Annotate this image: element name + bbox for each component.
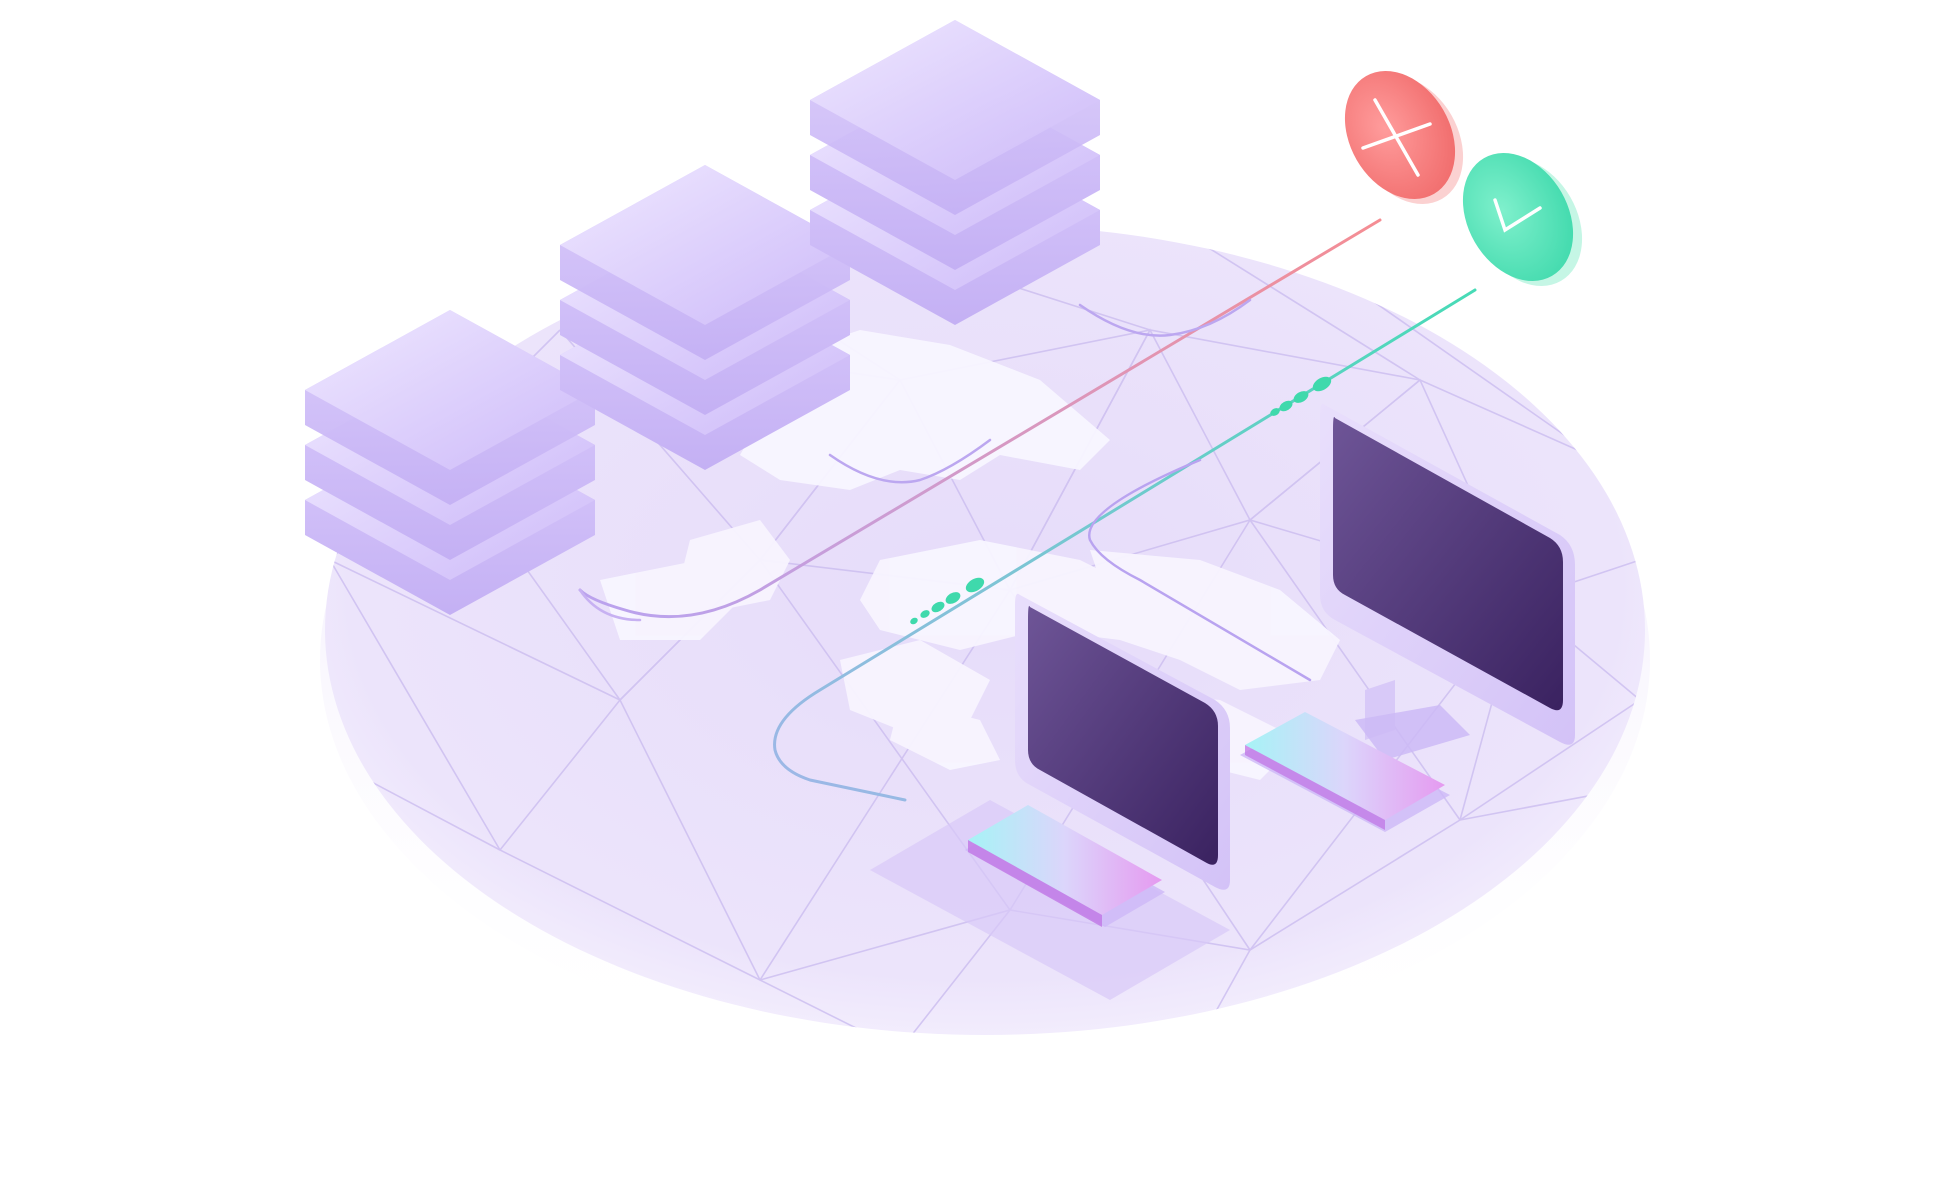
check-icon bbox=[1493, 198, 1542, 233]
desk-pad bbox=[870, 800, 1230, 1000]
connection-lines bbox=[578, 218, 1477, 802]
rejected-token bbox=[1344, 71, 1464, 204]
monitor-screen bbox=[1028, 605, 1218, 865]
server-stacks bbox=[305, 20, 1100, 615]
left-purple-curve bbox=[578, 588, 642, 622]
front-curve bbox=[828, 438, 992, 484]
close-icon bbox=[1361, 98, 1432, 177]
accepted-connection-line-main bbox=[773, 288, 1477, 802]
computer-right bbox=[1240, 403, 1575, 832]
monitor-base bbox=[1355, 705, 1470, 760]
computer-left bbox=[870, 593, 1230, 1000]
server-stack-back bbox=[810, 20, 1100, 325]
back-curve bbox=[1078, 298, 1252, 337]
server-block bbox=[810, 20, 1100, 215]
server-stack-middle bbox=[560, 165, 850, 470]
keyboard bbox=[1240, 712, 1450, 832]
accepted-token bbox=[1462, 153, 1583, 286]
monitor-link-curve bbox=[1087, 458, 1312, 682]
rejected-connection-line bbox=[578, 218, 1382, 619]
server-stack-left bbox=[305, 310, 595, 615]
keyboard bbox=[965, 805, 1165, 927]
monitor-screen bbox=[1333, 416, 1563, 711]
server-block bbox=[305, 310, 595, 505]
server-block bbox=[560, 165, 850, 360]
data-packets bbox=[910, 376, 1332, 625]
